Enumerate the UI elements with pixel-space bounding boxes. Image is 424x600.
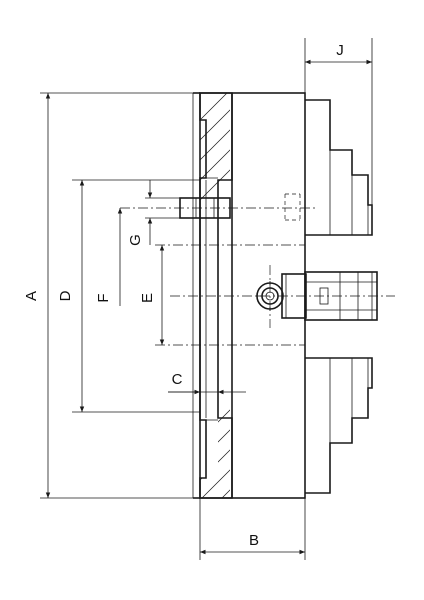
dimension-f-label: F bbox=[95, 293, 112, 302]
dimension-b-label: B bbox=[249, 532, 259, 549]
dimension-d-label: D bbox=[57, 290, 74, 301]
lower-jaw bbox=[305, 357, 373, 494]
dimension-g-label: G bbox=[127, 234, 144, 246]
dimension-j-label: J bbox=[336, 42, 344, 59]
dimension-c: C bbox=[168, 371, 246, 395]
section-hatching bbox=[199, 92, 233, 499]
dimension-c-label: C bbox=[172, 371, 183, 388]
dimension-f: F bbox=[95, 208, 123, 306]
upper-jaw bbox=[305, 99, 373, 236]
dimension-j: J bbox=[305, 42, 372, 65]
dimension-e: E bbox=[139, 245, 165, 345]
dimension-g: G bbox=[127, 180, 153, 246]
chuck-body bbox=[192, 92, 306, 499]
extension-lines bbox=[40, 38, 373, 560]
center-lines bbox=[120, 207, 395, 346]
hidden-hole bbox=[284, 193, 301, 221]
dimension-e-label: E bbox=[139, 293, 156, 303]
dimension-d: D bbox=[57, 180, 85, 412]
dimension-a: A bbox=[23, 93, 51, 498]
dimension-a-label: A bbox=[23, 291, 40, 301]
dimension-b: B bbox=[200, 532, 305, 555]
